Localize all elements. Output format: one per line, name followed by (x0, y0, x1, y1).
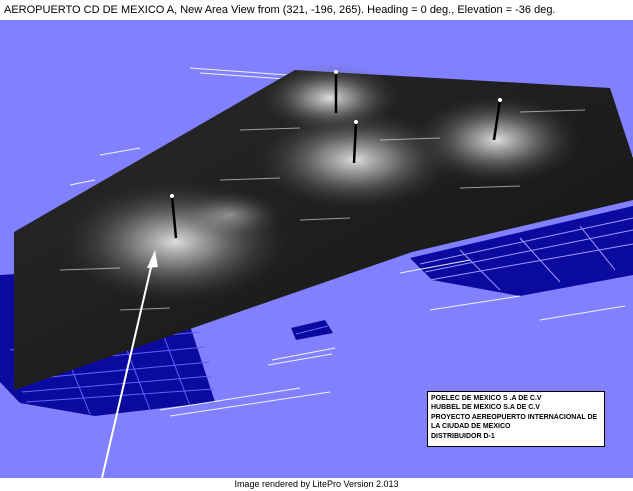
legend-line-3: PROYECTO AEREOPUERTO INTERNACIONAL DE (431, 413, 598, 421)
render-viewport[interactable]: POELEC DE MEXICO S .A DE C.V HUBBEL DE M… (0, 20, 633, 478)
render-title: AEROPUERTO CD DE MEXICO A, New Area View… (4, 4, 556, 16)
light-pole-3[interactable] (352, 120, 358, 164)
render-header: AEROPUERTO CD DE MEXICO A, New Area View… (0, 0, 633, 20)
render-footer: Image rendered by LitePro Version 2.013 (0, 478, 633, 491)
project-legend: POELEC DE MEXICO S .A DE C.V HUBBEL DE M… (427, 391, 605, 447)
ground-overlay-right (410, 206, 633, 296)
wireframe-lines (19, 67, 633, 417)
arrow-pointer-icon (101, 250, 158, 478)
lighting-surface (14, 63, 633, 390)
ground-block-small (291, 320, 333, 340)
legend-line-4: LA CIUDAD DE MEXICO (431, 423, 511, 431)
scene-canvas (0, 63, 633, 478)
render-credit: Image rendered by LitePro Version 2.013 (234, 479, 399, 489)
light-pole-4[interactable] (492, 98, 502, 141)
legend-line-2: HUBBEL DE MEXICO S.A DE C.V (431, 404, 540, 412)
light-pole-2[interactable] (334, 70, 338, 113)
legend-line-1: POELEC DE MEXICO S .A DE C.V (431, 395, 542, 402)
light-pole-1[interactable] (170, 194, 178, 239)
legend-line-5: DISTRIBUIDOR D-1 (431, 432, 495, 440)
